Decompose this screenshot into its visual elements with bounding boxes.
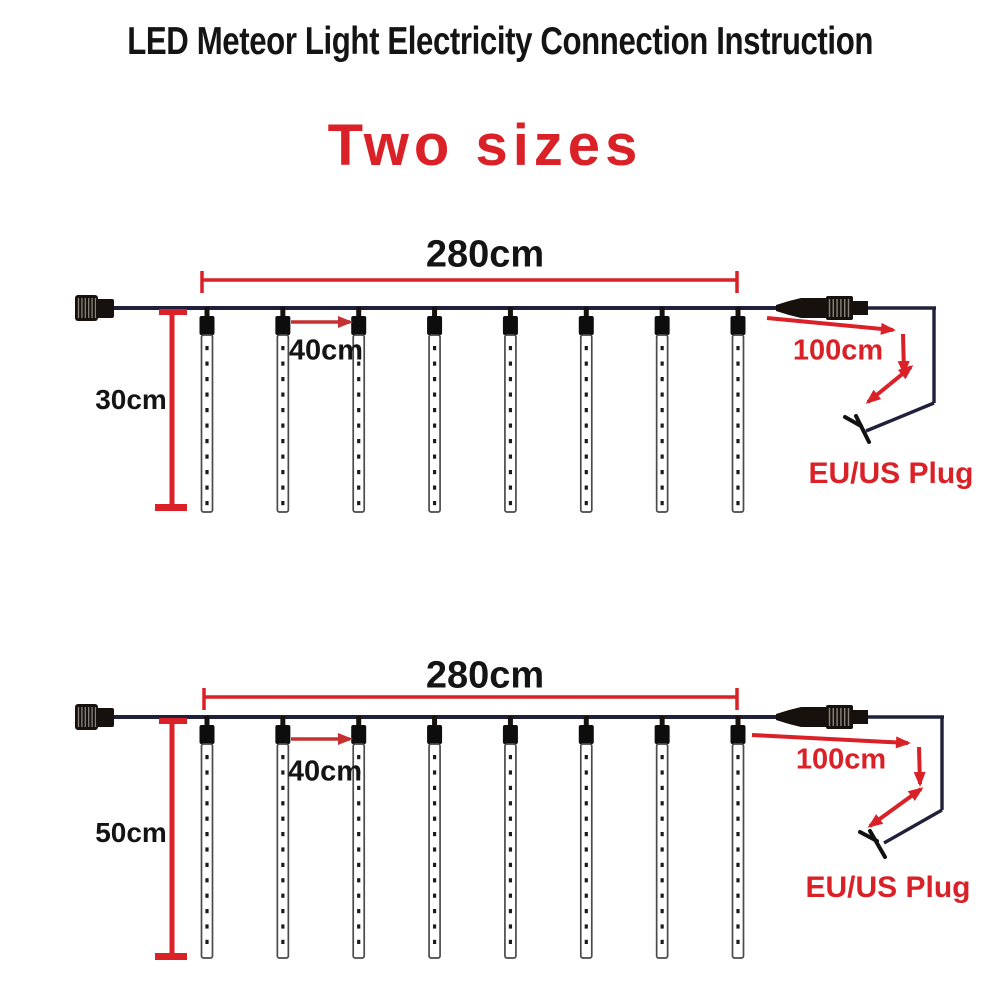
- plug-label: EU/US Plug: [805, 871, 971, 904]
- connector-pair-icon: [776, 296, 868, 320]
- lead-length-label: 100cm: [795, 743, 887, 776]
- tube-gap-label: 40cm: [288, 334, 364, 367]
- height-dimension-line: [155, 309, 187, 511]
- meteor-tube: [199, 716, 215, 959]
- tube-height-label: 50cm: [95, 817, 167, 848]
- left-end-connector-icon: [75, 704, 114, 730]
- subtitle-row: Two sizes: [0, 112, 970, 179]
- tube-gap-label: 40cm: [287, 755, 363, 788]
- power-lead-wire: [868, 715, 944, 845]
- lead-length-label: 100cm: [792, 334, 884, 367]
- meteor-tube: [730, 307, 746, 513]
- meteor-tube: [351, 716, 367, 959]
- meteor-tube: [199, 307, 215, 513]
- span-dimension-line: [200, 271, 739, 293]
- span-length-label: 280cm: [425, 233, 545, 276]
- two-sizes-heading: Two sizes: [327, 113, 643, 178]
- meteor-tube: [578, 307, 594, 513]
- plug-icon: [843, 414, 871, 444]
- meteor-tube: [427, 307, 443, 513]
- plug-label: EU/US Plug: [808, 457, 974, 490]
- meteor-tube: [578, 716, 594, 959]
- lead-length-arrows: [751, 733, 926, 828]
- meteor-tube: [730, 716, 746, 959]
- left-end-connector-icon: [75, 295, 114, 321]
- meteor-tube: [427, 716, 443, 959]
- height-dimension-line: [155, 718, 187, 960]
- meteor-tube: [502, 716, 518, 959]
- lead-length-arrows: [766, 316, 914, 404]
- meteor-tube: [654, 716, 670, 959]
- span-length-label: 280cm: [425, 654, 545, 697]
- page-title-row: LED Meteor Light Electricity Connection …: [0, 20, 1000, 64]
- span-dimension-line: [202, 688, 739, 710]
- tube-height-label: 30cm: [95, 384, 167, 415]
- meteor-tube: [654, 307, 670, 513]
- power-lead-wire: [865, 306, 936, 433]
- meteor-tube: [275, 307, 291, 513]
- page-title: LED Meteor Light Electricity Connection …: [127, 20, 873, 63]
- meteor-tube: [502, 307, 518, 513]
- plug-icon: [858, 829, 887, 859]
- meteor-tube: [275, 716, 291, 959]
- connector-pair-icon: [776, 705, 868, 729]
- meteor-tube: [351, 307, 367, 513]
